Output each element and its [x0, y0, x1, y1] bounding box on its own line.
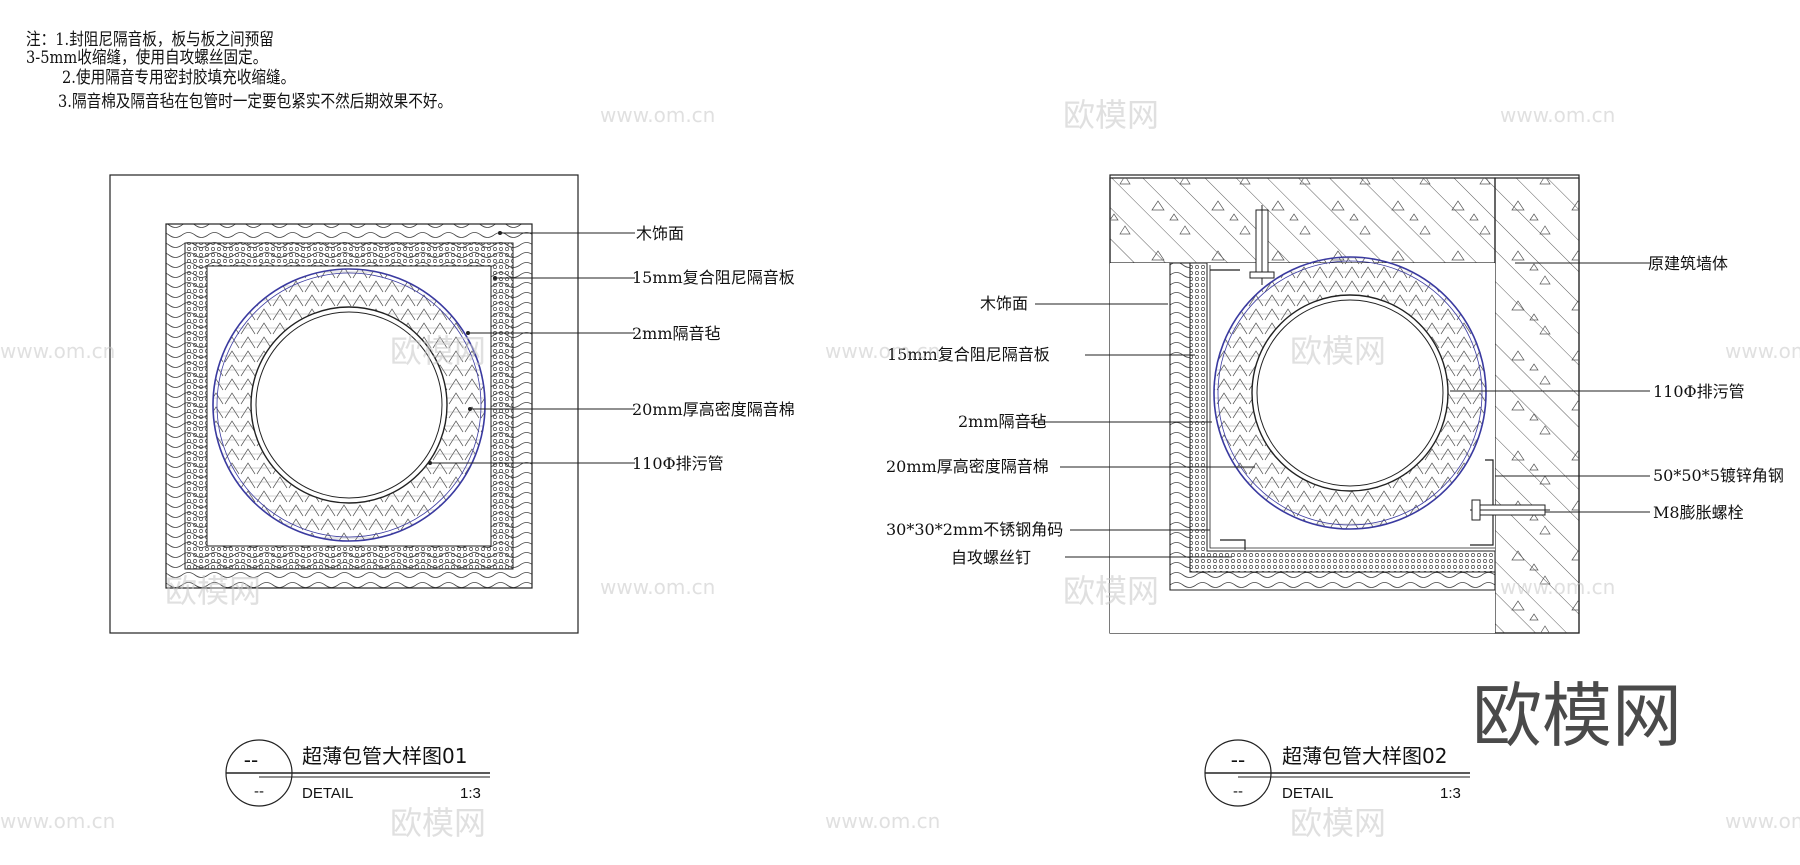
- note-line-2: 3-5mm收缩缝，使用自攻螺丝固定。: [26, 48, 268, 68]
- symbol2-top-text: --: [1231, 748, 1245, 772]
- label2-wood-facing: 木饰面: [980, 294, 1028, 313]
- acoustic-felt-ring: [216, 272, 482, 538]
- svg-text:www.om.cn: www.om.cn: [825, 809, 940, 833]
- svg-text:www.om.cn: www.om.cn: [600, 575, 715, 599]
- ceiling-bolt: [1249, 205, 1275, 285]
- label-acoustic-felt: 2mm隔音毡: [632, 324, 721, 343]
- label2-expansion-bolt: M8膨胀螺栓: [1653, 503, 1744, 522]
- detail-01-frame: [109, 174, 579, 634]
- svg-text:欧模网: 欧模网: [1290, 332, 1386, 370]
- label2-screw: 自攻螺丝钉: [951, 548, 1031, 567]
- label2-insulation: 20mm厚高密度隔音棉: [886, 457, 1049, 476]
- svg-text:www.om.cn: www.om.cn: [1500, 575, 1615, 599]
- symbol-top-text: --: [244, 748, 258, 772]
- label2-acoustic-felt: 2mm隔音毡: [958, 412, 1047, 431]
- title-block-02: -- -- 超薄包管大样图02 DETAIL 1:3: [1204, 739, 1470, 807]
- detail-01-title: 超薄包管大样图01: [302, 744, 467, 768]
- svg-text:www.om.cn: www.om.cn: [1725, 339, 1800, 363]
- detail-02-title: 超薄包管大样图02: [1282, 744, 1447, 768]
- detail-01-sub: DETAIL: [302, 785, 353, 802]
- label-wood-facing: 木饰面: [636, 224, 684, 243]
- svg-text:www.om.cn: www.om.cn: [0, 809, 115, 833]
- svg-text:欧模网: 欧模网: [390, 804, 486, 842]
- label-drain-pipe: 110Φ排污管: [632, 454, 724, 473]
- svg-text:欧模网: 欧模网: [165, 572, 261, 610]
- drain-pipe-inner: [255, 311, 443, 499]
- steel-bracket: [1220, 539, 1246, 550]
- note-line-1: 注：1.封阻尼隔音板，板与板之间预留: [26, 30, 274, 50]
- note-line-4: 3.隔音棉及隔音毡在包管时一定要包紧实不然后期效果不好。: [58, 92, 453, 112]
- svg-text:www.om.cn: www.om.cn: [1725, 809, 1800, 833]
- label-damping-board: 15mm复合阻尼隔音板: [632, 268, 795, 287]
- label2-angle-steel: 50*50*5镀锌角钢: [1653, 466, 1784, 485]
- svg-text:www.om.cn: www.om.cn: [825, 339, 940, 363]
- label2-existing-wall: 原建筑墙体: [1648, 254, 1728, 273]
- wall-bolt: [1470, 499, 1550, 521]
- note-line-3: 2.使用隔音专用密封胶填充收缩缝。: [62, 68, 296, 88]
- label2-steel-bracket: 30*30*2mm不锈钢角码: [886, 520, 1063, 539]
- svg-text:www.om.cn: www.om.cn: [1500, 103, 1615, 127]
- detail-01: 木饰面 15mm复合阻尼隔音板 2mm隔音毡 20mm厚高密度隔音棉 110Φ排…: [109, 174, 795, 634]
- drain-pipe-2-inner: [1256, 299, 1444, 487]
- watermark-brand-large: 欧模网: [1472, 675, 1682, 757]
- svg-text:欧模网: 欧模网: [390, 332, 486, 370]
- symbol-bottom-text: --: [254, 783, 264, 800]
- symbol2-bottom-text: --: [1233, 783, 1243, 800]
- svg-text:欧模网: 欧模网: [1063, 572, 1159, 610]
- detail-02: 木饰面 15mm复合阻尼隔音板 2mm隔音毡 20mm厚高密度隔音棉 30*30…: [886, 174, 1784, 634]
- label-insulation: 20mm厚高密度隔音棉: [632, 400, 795, 419]
- watermark-url: www.om.cn: [600, 103, 715, 127]
- svg-text:欧模网: 欧模网: [1290, 804, 1386, 842]
- svg-text:www.om.cn: www.om.cn: [0, 339, 115, 363]
- label2-damping-board: 15mm复合阻尼隔音板: [887, 345, 1050, 364]
- detail-01-scale: 1:3: [460, 785, 481, 802]
- watermark-layer: www.om.cn 欧模网 www.om.cn www.om.cn 欧模网 ww…: [0, 96, 1800, 842]
- damping-board-L: [1189, 262, 1496, 573]
- watermark-brand: 欧模网: [1063, 96, 1159, 134]
- title-block-01: -- -- 超薄包管大样图01 DETAIL 1:3: [225, 739, 490, 807]
- galvanized-angle: [1470, 459, 1494, 546]
- detail-02-sub: DETAIL: [1282, 785, 1333, 802]
- label2-drain-pipe: 110Φ排污管: [1653, 382, 1745, 401]
- detail-02-scale: 1:3: [1440, 785, 1461, 802]
